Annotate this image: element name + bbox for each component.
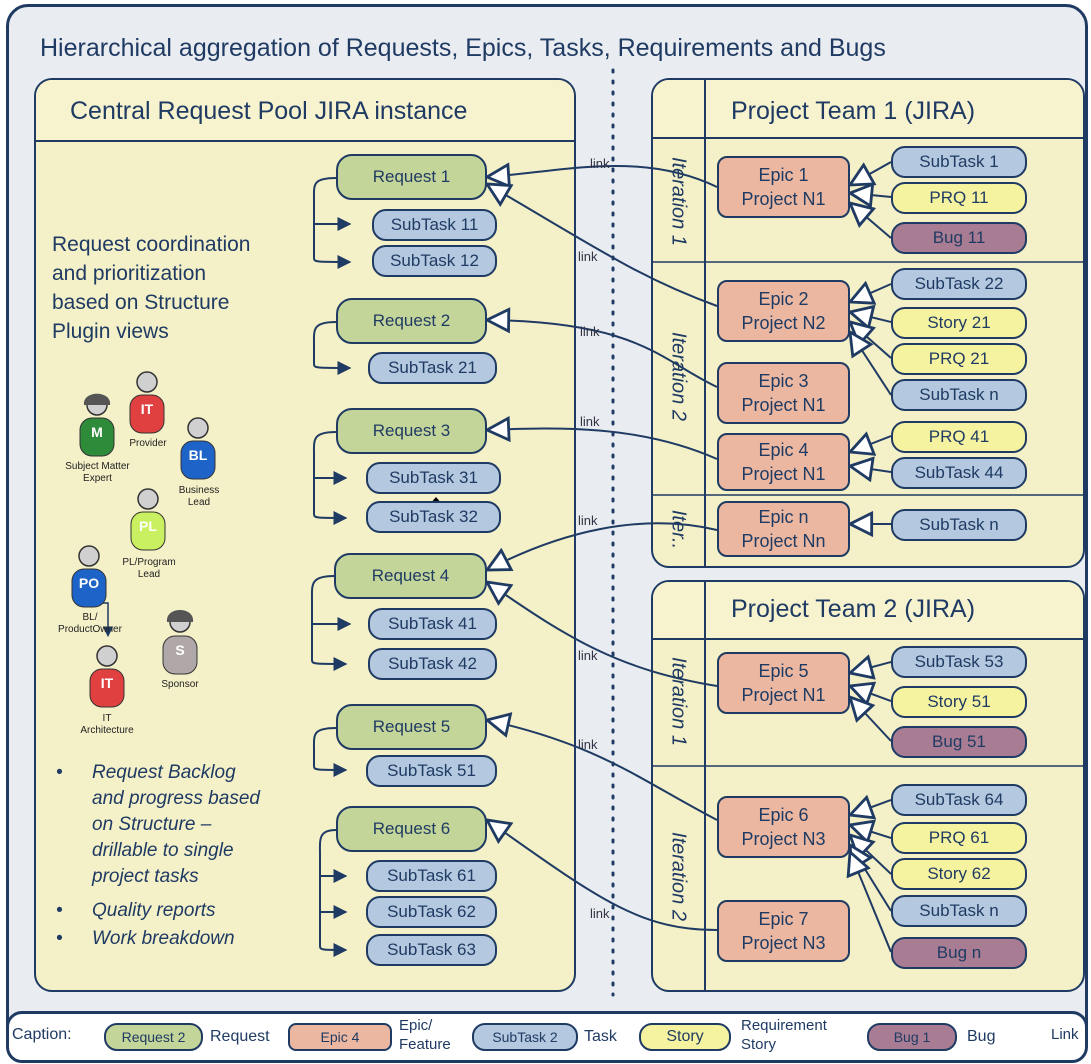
caption-bug-label: Bug (967, 1028, 996, 1045)
role-pl-letter: PL (139, 518, 157, 534)
bullet-dot: • (56, 900, 63, 921)
link-label: link (580, 414, 600, 429)
caption-request-label: Request (210, 1028, 270, 1045)
subtask-node[interactable]: SubTask 12 (372, 245, 497, 277)
caption-story-sample: Story (639, 1023, 731, 1051)
link-label: link (580, 324, 600, 339)
role-m-letter: M (91, 424, 103, 440)
link-label: link (578, 648, 598, 663)
prq-node[interactable]: PRQ 21 (891, 343, 1027, 375)
link-label: link (578, 249, 598, 264)
bullet-dot: • (56, 762, 63, 783)
prq-node[interactable]: PRQ 11 (891, 182, 1027, 214)
bug-node[interactable]: Bug 51 (891, 726, 1027, 758)
role-it2-letter: IT (100, 675, 114, 691)
role-po-letter: PO (78, 575, 100, 591)
team1-iteration-label: Iter.. (667, 509, 690, 550)
caption-task-sample: SubTask 2 (472, 1023, 578, 1051)
subtask-node[interactable]: SubTask n (891, 509, 1027, 541)
caption-link-icon (1018, 1024, 1048, 1054)
subtask-node[interactable]: SubTask 41 (368, 608, 497, 640)
link-label: link (578, 513, 598, 528)
role-po-label: BL/ProductOwner (58, 612, 122, 635)
bullet-quality: Quality reports (92, 900, 216, 921)
story-node[interactable]: Story 21 (891, 307, 1027, 339)
subtask-node[interactable]: SubTask 62 (366, 896, 497, 928)
subtask-node[interactable]: SubTask n (891, 895, 1027, 927)
caption-prefix: Caption: (12, 1026, 72, 1043)
subtask-node[interactable]: SubTask 32 (366, 501, 501, 533)
request-node[interactable]: Request 1 (336, 154, 487, 200)
caption-bug-sample: Bug 1 (867, 1023, 957, 1051)
subtask-node[interactable]: SubTask 44 (891, 457, 1027, 489)
subtask-node[interactable]: SubTask 42 (368, 648, 497, 680)
team2-title: Project Team 2 (JIRA) (731, 595, 976, 623)
subtask-node[interactable]: SubTask 64 (891, 784, 1027, 816)
subtask-node[interactable]: SubTask 53 (891, 646, 1027, 678)
caption-epic-sample: Epic 4 (288, 1023, 392, 1051)
role-figures (71, 371, 216, 708)
request-node[interactable]: Request 5 (336, 704, 487, 750)
bullet-breakdown: Work breakdown (92, 928, 235, 949)
link-label: link (590, 156, 610, 171)
team2-iteration-label: Iteration 1 (667, 657, 690, 746)
bug-node[interactable]: Bug n (891, 937, 1027, 969)
story-node[interactable]: Story 51 (891, 686, 1027, 718)
caption-epic-label: Epic/Feature (399, 1017, 451, 1053)
subtask-node[interactable]: SubTask n (891, 379, 1027, 411)
prq-node[interactable]: PRQ 61 (891, 822, 1027, 854)
role-it1-label: Provider (129, 438, 167, 449)
subtask-node[interactable]: SubTask 63 (366, 934, 497, 966)
team1-title: Project Team 1 (JIRA) (731, 97, 976, 125)
team1-iteration-label: Iteration 2 (667, 332, 690, 421)
bug-node[interactable]: Bug 11 (891, 222, 1027, 254)
diagram-title: Hierarchical aggregation of Requests, Ep… (40, 34, 886, 62)
subtask-node[interactable]: SubTask 11 (372, 209, 497, 241)
role-s-letter: S (175, 642, 185, 658)
link-label: link (590, 906, 610, 921)
caption-request-sample: Request 2 (104, 1023, 203, 1051)
prq-node[interactable]: PRQ 41 (891, 421, 1027, 453)
subtask-node[interactable]: SubTask 21 (368, 352, 497, 384)
request-node[interactable]: Request 4 (334, 553, 487, 599)
team1-iteration-label: Iteration 1 (667, 157, 690, 246)
central-pool-title: Central Request Pool JIRA instance (70, 97, 468, 125)
subtask-node[interactable]: SubTask 22 (891, 268, 1027, 300)
bullet-dot: • (56, 928, 63, 949)
link-label: link (578, 737, 598, 752)
subtask-node[interactable]: SubTask 61 (366, 860, 497, 892)
role-it1-letter: IT (140, 401, 154, 417)
caption-task-label: Task (584, 1028, 617, 1045)
request-node[interactable]: Request 2 (336, 298, 487, 344)
team2-iteration-label: Iteration 2 (667, 832, 690, 921)
caption-link-label: Link (1051, 1026, 1079, 1043)
story-node[interactable]: Story 62 (891, 858, 1027, 890)
request-node[interactable]: Request 6 (336, 806, 487, 852)
role-s-label: Sponsor (161, 679, 199, 690)
subtask-node[interactable]: SubTask 1 (891, 146, 1027, 178)
role-bl-letter: BL (188, 447, 208, 463)
subtask-node[interactable]: SubTask 31 (366, 462, 501, 494)
subtask-node[interactable]: SubTask 51 (366, 755, 497, 787)
request-node[interactable]: Request 3 (336, 408, 487, 454)
